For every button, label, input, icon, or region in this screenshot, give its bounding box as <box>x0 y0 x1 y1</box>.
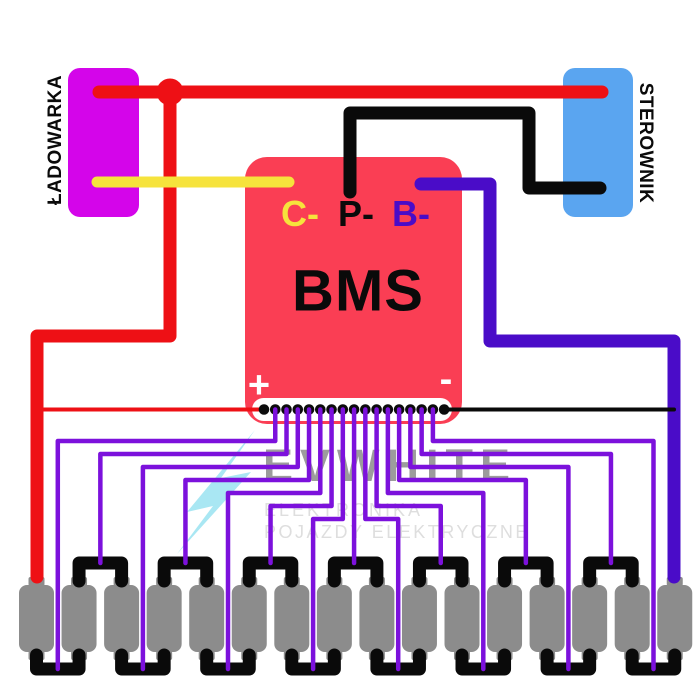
bms-negative-mark: - <box>439 358 453 401</box>
charger-box <box>68 68 139 217</box>
controller-label: STEROWNIK <box>635 82 656 204</box>
bms-positive-mark: + <box>247 364 271 407</box>
bms-terminal-p-label: P- <box>338 193 374 234</box>
charger-label: ŁADOWARKA <box>45 74 66 206</box>
bms-title: BMS <box>292 258 424 324</box>
controller-box <box>563 68 633 217</box>
balance-connector-strip <box>252 398 452 421</box>
bms-terminal-b-label: B- <box>392 193 430 234</box>
bms-terminal-c-label: C- <box>281 193 319 234</box>
